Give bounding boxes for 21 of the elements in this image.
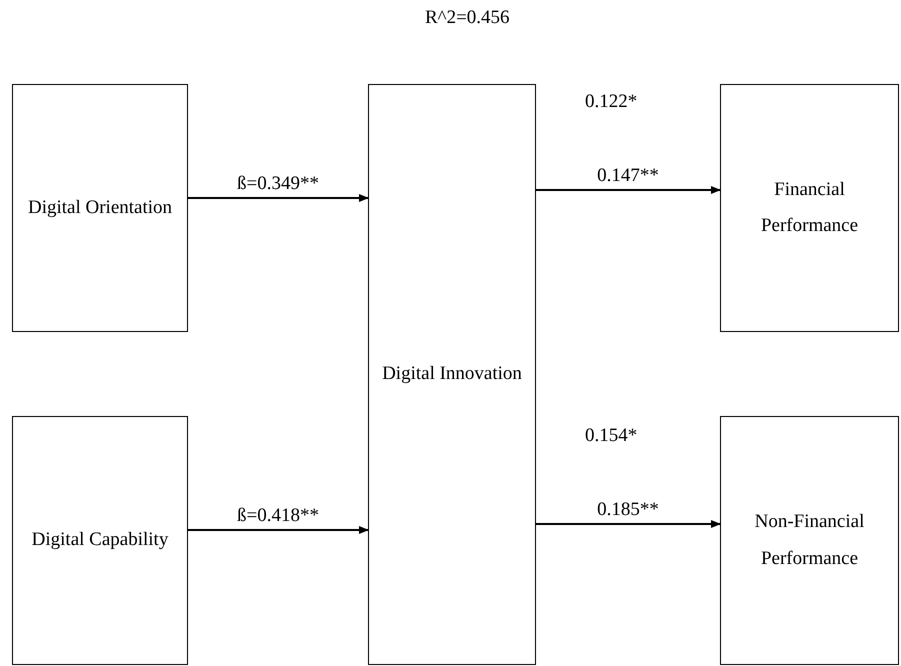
- box-label: Non-Financial Performance: [754, 510, 866, 570]
- arrow: [188, 194, 369, 202]
- edge-label: 0.185**: [597, 500, 659, 519]
- variable-box: [720, 416, 899, 665]
- coefficient-label: R^2=0.456: [425, 8, 510, 27]
- box-label: Financial Performance: [760, 178, 860, 238]
- edge-label: ß=0.418**: [237, 506, 319, 525]
- arrow: [536, 520, 721, 528]
- coefficient-label: 0.154*: [585, 426, 638, 445]
- box-label: Digital Orientation: [28, 196, 172, 220]
- arrow: [536, 186, 721, 194]
- variable-box: [12, 416, 188, 665]
- edge-label: 0.147**: [597, 166, 659, 185]
- box-label: Digital Capability: [32, 528, 168, 552]
- edge-label: ß=0.349**: [237, 174, 319, 193]
- box-label: Digital Innovation: [382, 362, 522, 386]
- variable-box: [720, 84, 899, 332]
- variable-box: [368, 84, 536, 665]
- coefficient-label: 0.122*: [585, 92, 638, 111]
- arrow: [188, 526, 369, 534]
- variable-box: [12, 84, 188, 332]
